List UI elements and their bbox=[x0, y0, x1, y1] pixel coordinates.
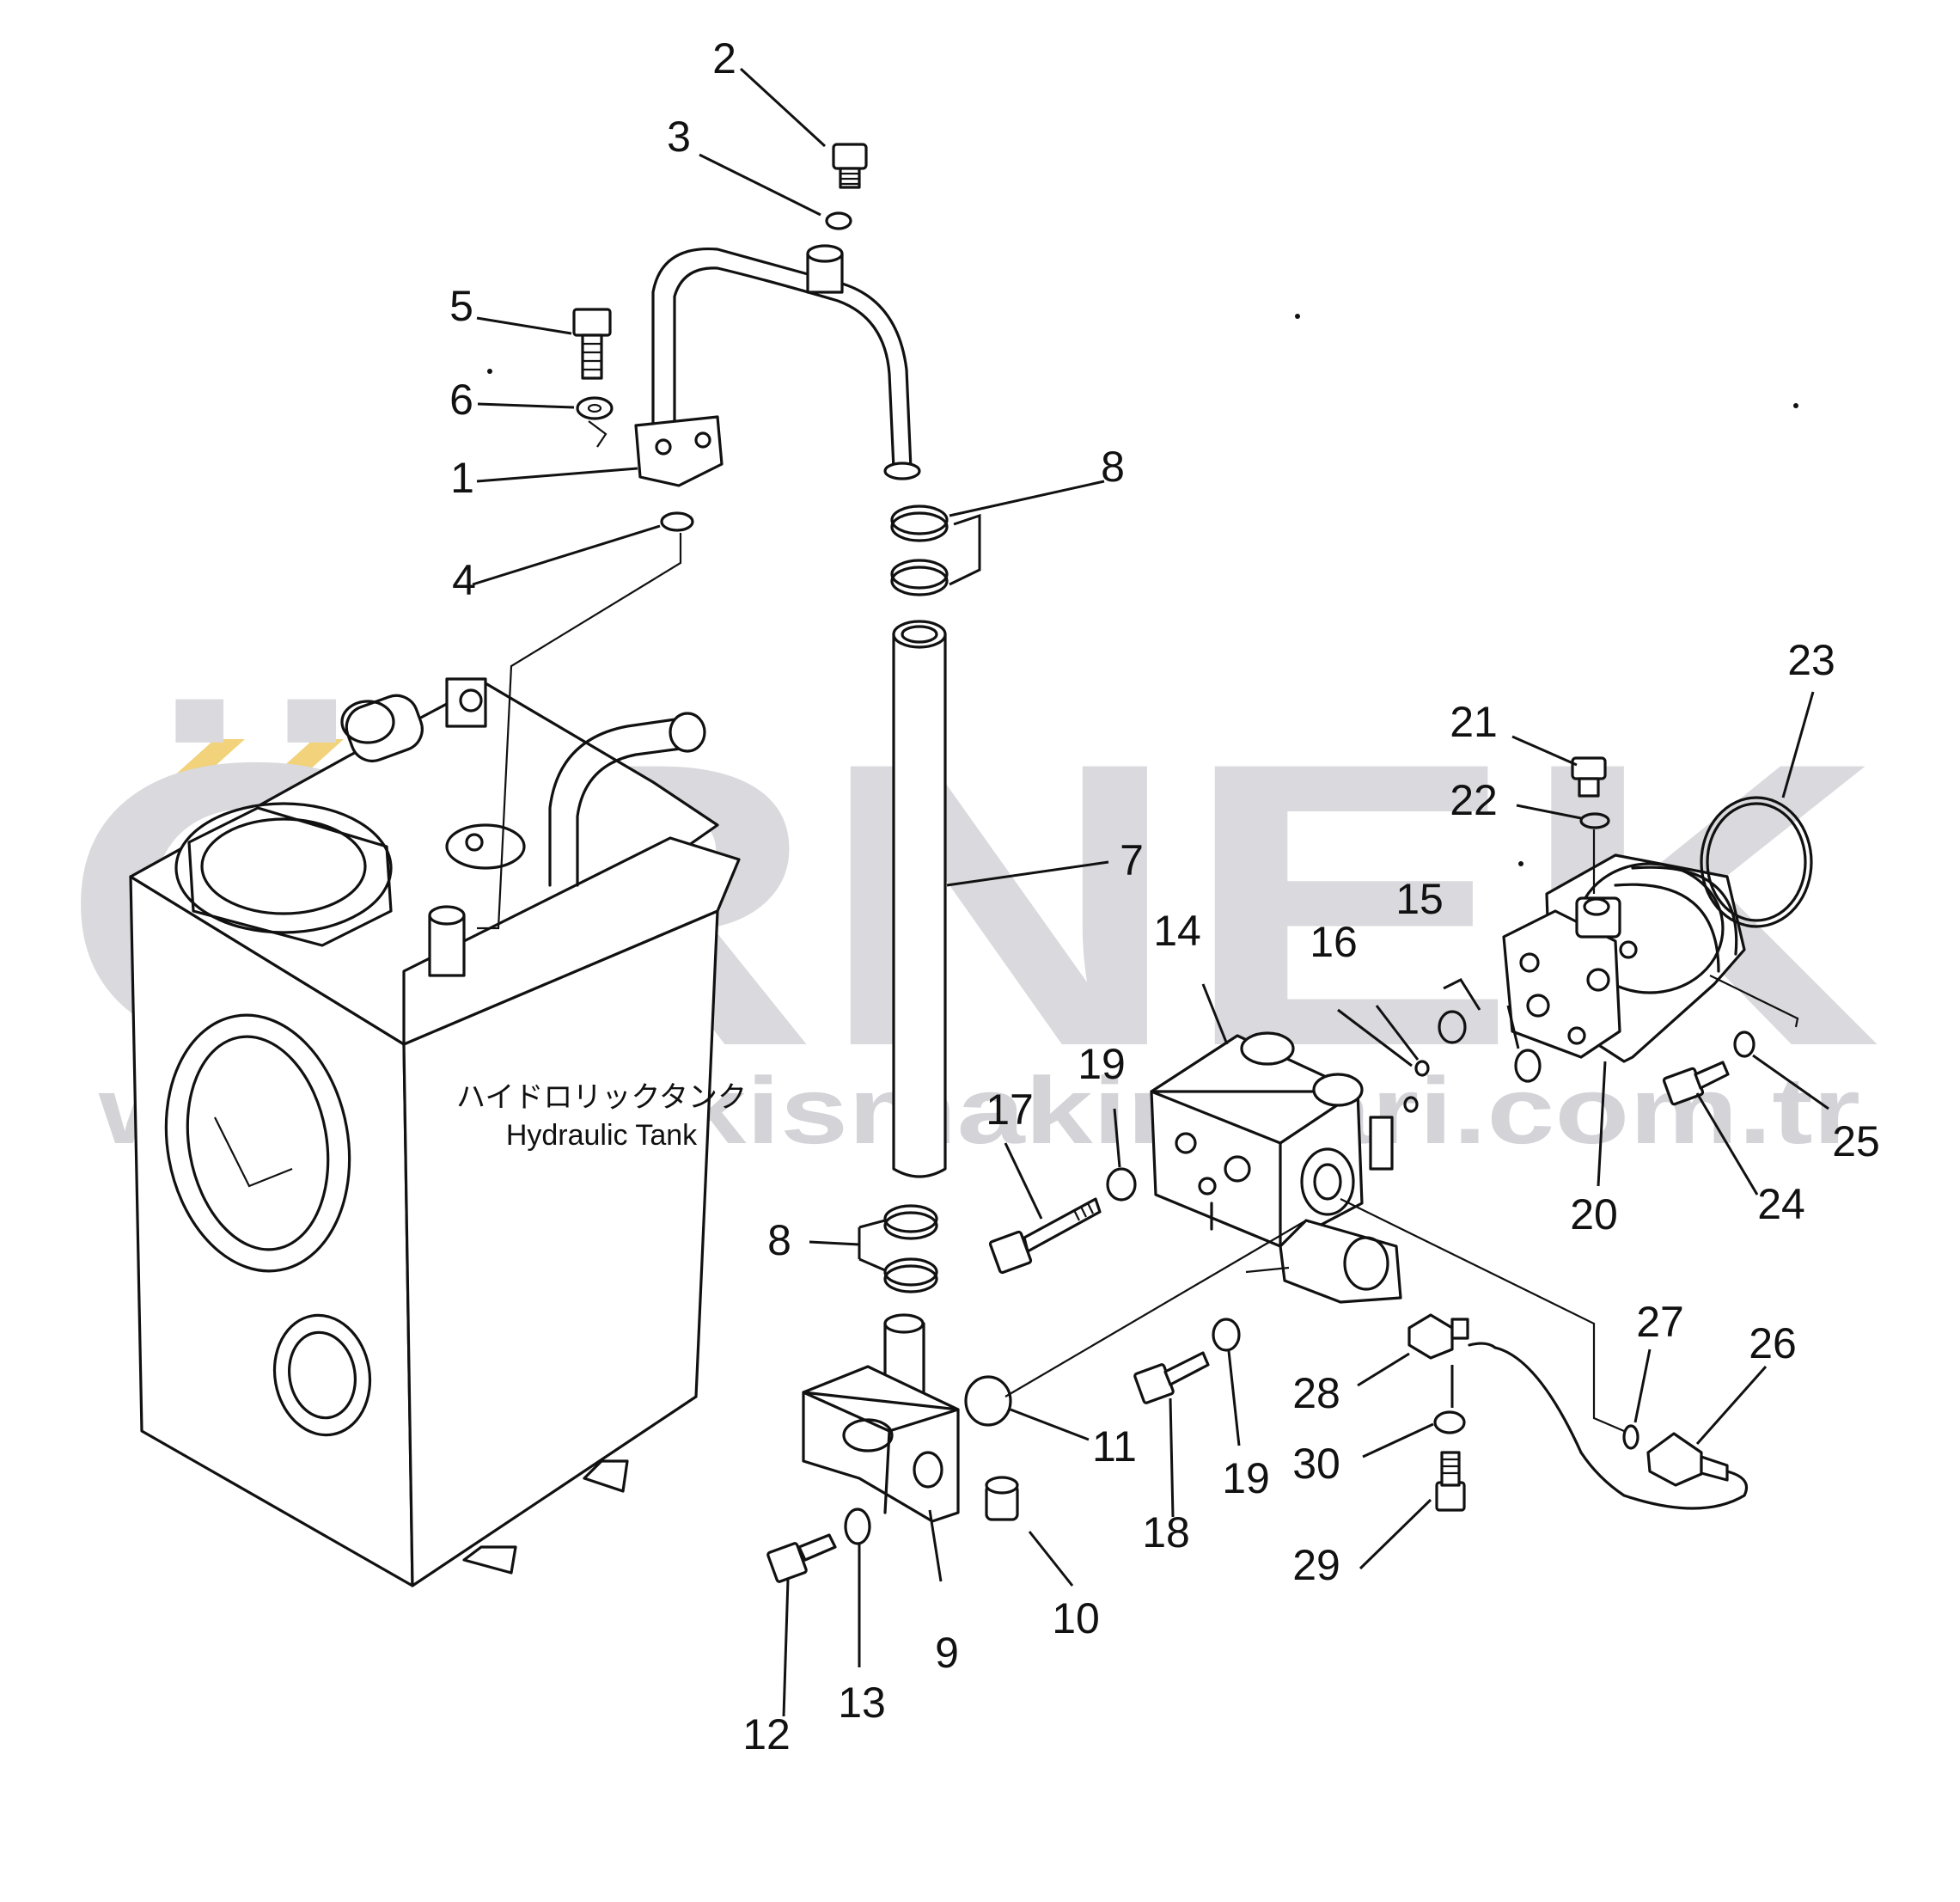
callout-25: 25 bbox=[1832, 1117, 1880, 1165]
callout-5: 5 bbox=[449, 282, 473, 330]
plug bbox=[832, 143, 868, 189]
o-ring bbox=[964, 1375, 1012, 1427]
o-ring bbox=[1403, 1096, 1419, 1113]
pump bbox=[1502, 829, 1746, 1063]
plug bbox=[985, 1476, 1019, 1521]
washer bbox=[576, 396, 614, 420]
bolt bbox=[766, 1533, 837, 1583]
o-ring bbox=[1706, 802, 1807, 922]
bolt bbox=[988, 1197, 1102, 1275]
callout-1: 1 bbox=[450, 454, 474, 502]
tank-label-japanese: ハイドロリックタンク bbox=[456, 1081, 747, 1114]
bolt bbox=[1435, 1451, 1466, 1512]
tank-label-english: Hydraulic Tank bbox=[506, 1119, 698, 1152]
callout-11: 11 bbox=[1092, 1422, 1137, 1471]
callout-13: 13 bbox=[838, 1679, 886, 1727]
pressure-switch bbox=[1468, 1342, 1749, 1510]
callout-23: 23 bbox=[1787, 636, 1835, 684]
callout-29: 29 bbox=[1292, 1541, 1340, 1589]
callout-14: 14 bbox=[1153, 907, 1201, 955]
callout-19-upper: 19 bbox=[1078, 1040, 1126, 1088]
watermark-accent-left bbox=[172, 739, 245, 778]
washer bbox=[844, 1508, 871, 1545]
o-ring bbox=[660, 511, 694, 532]
return-pipe-assembly bbox=[634, 244, 921, 487]
callout-22: 22 bbox=[1450, 776, 1498, 824]
o-ring bbox=[825, 211, 852, 230]
callout-12: 12 bbox=[742, 1710, 791, 1758]
bolt bbox=[1133, 1351, 1210, 1404]
callout-10: 10 bbox=[1052, 1594, 1100, 1642]
callout-9: 9 bbox=[935, 1629, 959, 1677]
o-ring bbox=[1438, 1010, 1467, 1044]
callout-18: 18 bbox=[1142, 1508, 1190, 1556]
callout-20: 20 bbox=[1570, 1190, 1618, 1238]
callout-3: 3 bbox=[667, 113, 691, 161]
callout-7: 7 bbox=[1120, 836, 1144, 884]
callout-26: 26 bbox=[1749, 1319, 1797, 1367]
callout-6: 6 bbox=[449, 376, 473, 424]
leader-lines bbox=[472, 67, 1829, 1717]
sensor bbox=[1407, 1313, 1469, 1360]
watermark-accent-right bbox=[271, 739, 344, 778]
callout-27: 27 bbox=[1636, 1298, 1684, 1346]
hose-clamps-upper bbox=[890, 505, 949, 596]
callout-17: 17 bbox=[986, 1086, 1034, 1134]
washer bbox=[1433, 1410, 1466, 1434]
bolt bbox=[572, 308, 612, 380]
callout-30: 30 bbox=[1292, 1440, 1340, 1488]
o-ring bbox=[1622, 1424, 1639, 1450]
o-ring bbox=[1579, 812, 1610, 829]
bolt bbox=[1662, 1061, 1730, 1106]
callout-24: 24 bbox=[1757, 1180, 1805, 1228]
callout-4: 4 bbox=[452, 556, 476, 604]
hydraulic-tank: ハイドロリックタンク Hydraulic Tank bbox=[129, 677, 747, 1587]
washer-hole bbox=[587, 403, 602, 413]
callout-numbers: 2 3 5 6 1 4 8 8 7 9 10 11 12 13 14 15 16… bbox=[449, 34, 1880, 1758]
callout-8-upper: 8 bbox=[1101, 443, 1125, 491]
o-ring bbox=[1514, 1049, 1542, 1083]
callout-19-lower: 19 bbox=[1222, 1454, 1270, 1502]
callout-15: 15 bbox=[1395, 875, 1444, 923]
callout-8-lower: 8 bbox=[767, 1216, 791, 1264]
connector-block bbox=[802, 1313, 960, 1523]
callout-28: 28 bbox=[1292, 1369, 1340, 1417]
washer bbox=[1212, 1318, 1241, 1352]
valve bbox=[1150, 1031, 1402, 1304]
hose bbox=[892, 620, 947, 1178]
o-ring bbox=[1414, 1060, 1430, 1077]
callout-2: 2 bbox=[712, 34, 736, 83]
callout-16: 16 bbox=[1310, 918, 1358, 966]
plug bbox=[1571, 756, 1607, 798]
callout-21: 21 bbox=[1450, 698, 1498, 746]
o-ring bbox=[1700, 796, 1813, 928]
hose-clamps-lower bbox=[883, 1204, 938, 1293]
washer bbox=[1733, 1031, 1755, 1058]
print-specks bbox=[487, 314, 1798, 866]
washer bbox=[1106, 1167, 1137, 1202]
